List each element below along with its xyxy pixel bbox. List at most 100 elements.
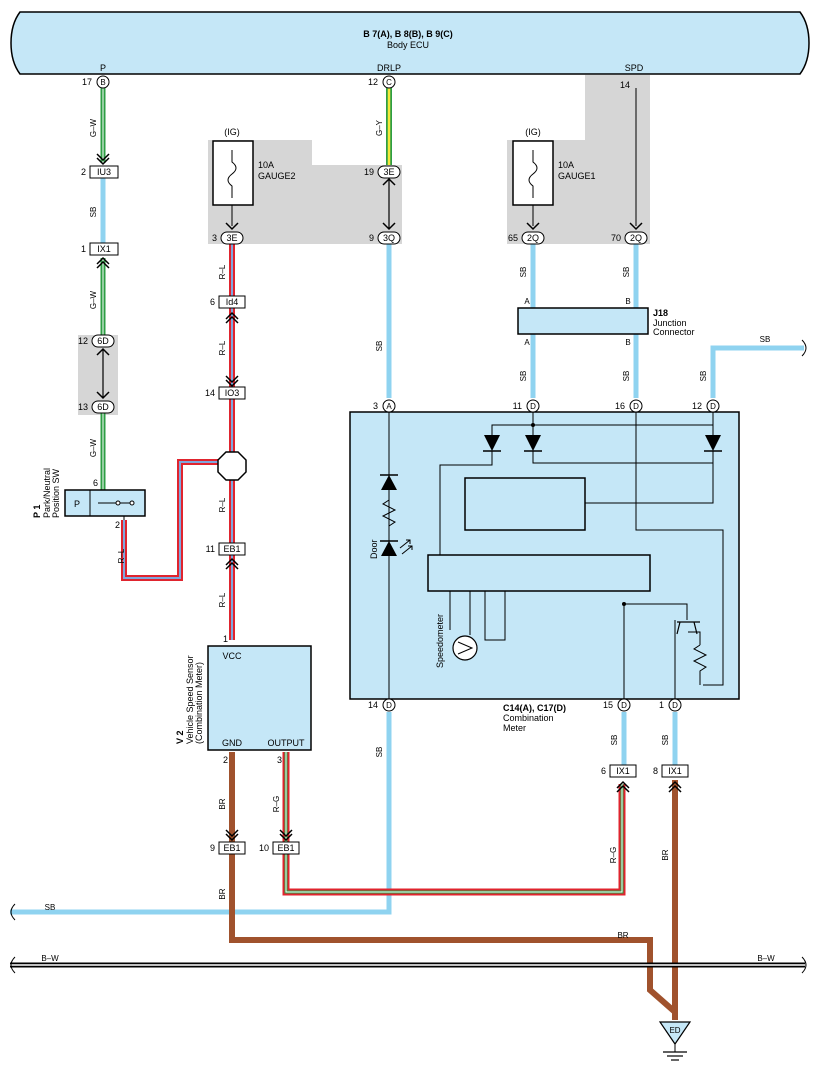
connector-ix1-top: IX1 1 bbox=[81, 242, 119, 256]
svg-text:10: 10 bbox=[259, 843, 269, 853]
svg-text:GND: GND bbox=[222, 738, 243, 748]
connector-ix1-b: IX1 8 bbox=[653, 764, 689, 778]
svg-text:3: 3 bbox=[277, 755, 282, 765]
vehicle-speed-sensor: VCC GND OUTPUT 1 2 3 V 2 Vehicle Speed S… bbox=[175, 634, 312, 765]
svg-text:A: A bbox=[386, 402, 392, 411]
meter-speedometer-label: Speedometer bbox=[435, 614, 445, 668]
svg-text:GAUGE1: GAUGE1 bbox=[558, 171, 596, 181]
combination-meter: Door Speedometer C14(A), C17(D) Combinat… bbox=[349, 411, 740, 733]
label-r-l-2: R–L bbox=[218, 340, 227, 355]
svg-text:J18: J18 bbox=[653, 308, 668, 318]
connector-3q: 3Q 9 bbox=[369, 231, 401, 245]
svg-text:(IG): (IG) bbox=[525, 127, 541, 137]
ecu-pins: B 17 C 12 14 bbox=[82, 75, 630, 90]
ecu-terminal-drlp: DRLP bbox=[377, 63, 401, 73]
svg-text:D: D bbox=[621, 701, 627, 710]
ecu-terminal-spd: SPD bbox=[625, 63, 644, 73]
svg-text:Park/Neutral: Park/Neutral bbox=[42, 468, 52, 518]
svg-text:(IG): (IG) bbox=[224, 127, 240, 137]
svg-text:Vehicle Speed Sensor: Vehicle Speed Sensor bbox=[185, 655, 195, 744]
label-br-1: BR bbox=[218, 798, 227, 809]
svg-text:14: 14 bbox=[620, 80, 630, 90]
svg-text:2Q: 2Q bbox=[527, 233, 539, 243]
wires bbox=[10, 88, 805, 1020]
label-sb-10: SB bbox=[610, 735, 619, 746]
svg-text:Junction: Junction bbox=[653, 318, 687, 328]
svg-text:19: 19 bbox=[364, 167, 374, 177]
fuse-gauge2: (IG) 10A GAUGE2 bbox=[212, 127, 296, 226]
svg-text:13: 13 bbox=[78, 402, 88, 412]
svg-text:GAUGE2: GAUGE2 bbox=[258, 171, 296, 181]
svg-text:D: D bbox=[633, 402, 639, 411]
park-neutral-switch: P 6 2 P 1 Park/Neutral Position SW bbox=[32, 468, 146, 530]
svg-text:3: 3 bbox=[373, 401, 378, 411]
body-ecu: B 7(A), B 8(B), B 9(C) Body ECU P DRLP S… bbox=[10, 11, 810, 75]
connector-3e-a: 3E 3 bbox=[212, 231, 244, 245]
svg-text:1: 1 bbox=[81, 244, 86, 254]
label-sb-7: SB bbox=[699, 371, 708, 382]
wire-sb-bottom bbox=[10, 712, 392, 915]
svg-text:Combination: Combination bbox=[503, 713, 554, 723]
connector-3e-b: 3E 19 bbox=[364, 165, 401, 179]
connector-io3: IO3 14 bbox=[205, 386, 246, 400]
label-sb-9: SB bbox=[375, 747, 384, 758]
label-sb-1: SB bbox=[89, 207, 98, 218]
break-marks bbox=[10, 339, 807, 974]
label-sb-8: SB bbox=[760, 335, 771, 344]
svg-text:6: 6 bbox=[210, 297, 215, 307]
label-g-w-3: G–W bbox=[89, 438, 98, 457]
label-sb-12: SB bbox=[45, 903, 56, 912]
svg-text:9: 9 bbox=[210, 843, 215, 853]
ecu-name: Body ECU bbox=[387, 40, 429, 50]
svg-text:EB1: EB1 bbox=[277, 843, 294, 853]
svg-text:15: 15 bbox=[603, 700, 613, 710]
svg-text:V 2: V 2 bbox=[175, 730, 185, 744]
wire-br-left bbox=[229, 752, 678, 1020]
svg-text:D: D bbox=[386, 701, 392, 710]
svg-text:12: 12 bbox=[368, 77, 378, 87]
svg-text:ED: ED bbox=[669, 1026, 680, 1035]
svg-text:EB1: EB1 bbox=[223, 544, 240, 554]
svg-text:A: A bbox=[524, 338, 530, 347]
svg-text:6: 6 bbox=[601, 766, 606, 776]
label-g-w-1: G–W bbox=[89, 118, 98, 137]
svg-text:14: 14 bbox=[368, 700, 378, 710]
label-r-l-4: R–L bbox=[218, 592, 227, 607]
label-sb-11: SB bbox=[661, 735, 670, 746]
connector-2q-b: 2Q 70 bbox=[611, 231, 648, 245]
svg-text:10A: 10A bbox=[258, 160, 274, 170]
svg-text:Id4: Id4 bbox=[226, 297, 239, 307]
ecu-terminal-p: P bbox=[100, 63, 106, 73]
splice-junction bbox=[217, 451, 247, 481]
svg-text:A: A bbox=[524, 297, 530, 306]
svg-text:16: 16 bbox=[615, 401, 625, 411]
svg-text:11: 11 bbox=[513, 401, 522, 411]
svg-text:P 1: P 1 bbox=[32, 505, 42, 518]
label-sb-4: SB bbox=[622, 267, 631, 278]
svg-text:Meter: Meter bbox=[503, 723, 526, 733]
label-r-l-3: R–L bbox=[218, 497, 227, 512]
wire-r-g bbox=[282, 752, 626, 896]
meter-pins: A 3 D 11 D 16 D 12 D 14 D 15 D 1 bbox=[368, 399, 720, 712]
shaded-regions bbox=[78, 75, 650, 415]
svg-text:2: 2 bbox=[81, 167, 86, 177]
meter-ref: C14(A), C17(D) bbox=[503, 703, 566, 713]
label-b-w-2: B–W bbox=[757, 954, 775, 963]
label-sb-5: SB bbox=[519, 371, 528, 382]
svg-text:2: 2 bbox=[223, 755, 228, 765]
svg-text:IU3: IU3 bbox=[97, 167, 111, 177]
svg-text:IX1: IX1 bbox=[97, 244, 111, 254]
label-r-l-5: R–L bbox=[117, 548, 126, 563]
label-br-4: BR bbox=[617, 931, 628, 940]
label-g-w-2: G–W bbox=[89, 290, 98, 309]
svg-text:14: 14 bbox=[205, 388, 215, 398]
connector-2q-a: 2Q 65 bbox=[508, 231, 545, 245]
connector-6d-b: 6D 13 bbox=[78, 400, 115, 414]
svg-text:P: P bbox=[74, 499, 80, 509]
svg-text:3E: 3E bbox=[226, 233, 237, 243]
label-r-g-1: R–G bbox=[272, 796, 281, 812]
svg-text:C: C bbox=[386, 78, 392, 87]
svg-text:EB1: EB1 bbox=[223, 843, 240, 853]
wire-labels: G–W SB G–W G–W G–Y R–L R–L R–L R–L R–L S… bbox=[41, 118, 775, 963]
svg-text:2: 2 bbox=[115, 520, 120, 530]
